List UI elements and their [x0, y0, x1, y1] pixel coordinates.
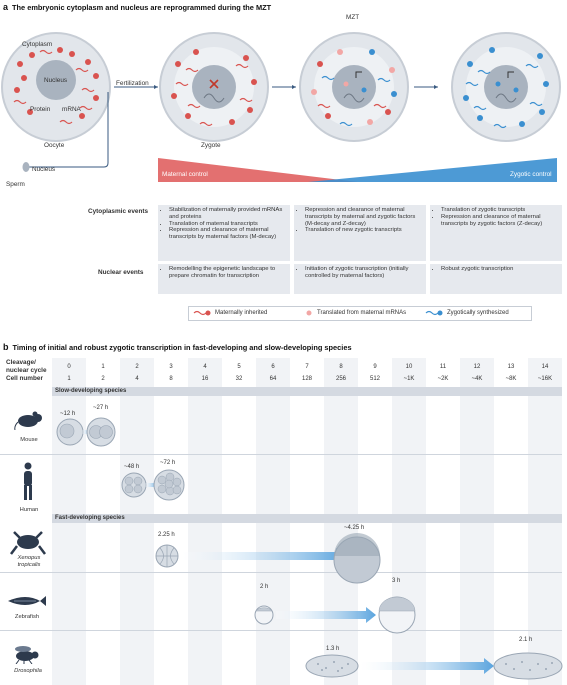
cell-number: 16 — [201, 376, 209, 382]
cyto3-item: Translation of zygotic transcripts — [441, 207, 558, 214]
drosophila-time-1: 1.3 h — [326, 646, 340, 652]
cytoplasm-label: Cytoplasm — [22, 41, 53, 48]
protein-label: Protein — [30, 106, 51, 113]
nuc-box-1: Remodelling the epigenetic landscape to … — [158, 264, 290, 294]
mouse-time-1: ~12 h — [60, 411, 76, 417]
cyto1-item: Stabilization of maternally provided mRN… — [169, 207, 286, 221]
cycle-number: 2 — [135, 364, 139, 370]
zygotic-control-label: Zygotic control — [510, 171, 552, 178]
human-time-1: ~48 h — [124, 464, 140, 470]
panel-a-cells — [1, 32, 561, 172]
xenopus-icon — [10, 531, 46, 555]
cycle-number: 4 — [203, 364, 207, 370]
cycle-number: 10 — [405, 364, 413, 370]
cell-number: 1 — [67, 376, 71, 382]
drosophila-time-2: 2.1 h — [519, 637, 533, 643]
xenopus-time-2: ~4.25 h — [344, 525, 365, 531]
cycle-number: 6 — [271, 364, 275, 370]
cytoplasmic-events-label: Cytoplasmic events — [88, 208, 149, 215]
cyto1-item: Translation of maternal transcripts — [169, 221, 286, 228]
cell-number: ~16K — [537, 376, 553, 382]
cyto2-item: Repression and clearance of maternal tra… — [305, 207, 422, 227]
legend-maternal: Maternally inherited — [215, 310, 268, 316]
nucleus-label: Nucleus — [44, 77, 68, 84]
zygotic-cell — [451, 32, 561, 142]
cycle-number: 8 — [339, 364, 343, 370]
cell-number: 64 — [269, 376, 277, 382]
cell-number: 2 — [101, 376, 105, 382]
cell-number-row-label: Cell number — [6, 375, 43, 382]
cycle-number: 1 — [101, 364, 105, 370]
sperm-label: Sperm — [6, 181, 25, 188]
sperm-icon — [22, 162, 30, 172]
human-time-2: ~72 h — [160, 460, 176, 466]
sperm-nucleus-label: Nucleus — [32, 166, 56, 173]
cell-number: 32 — [235, 376, 243, 382]
maternal-zygotic-gradient — [158, 158, 557, 182]
nuc-box-2: Initiation of zygotic transcription (ini… — [294, 264, 426, 294]
cycle-number: 9 — [373, 364, 377, 370]
cell-number: 256 — [335, 376, 346, 382]
cyto1-item: Repression and clearance of maternal tra… — [169, 227, 286, 241]
cycle-number: 12 — [473, 364, 481, 370]
cell-number: 4 — [135, 376, 139, 382]
cycle-number: 0 — [67, 364, 71, 370]
cyto-box-1: Stabilization of maternally provided mRN… — [158, 205, 290, 261]
cycle-number: 14 — [541, 364, 549, 370]
cyto-box-3: Translation of zygotic transcriptsRepres… — [430, 205, 562, 261]
cycle-number: 13 — [507, 364, 515, 370]
zebrafish-time-1: 2 h — [260, 584, 269, 590]
zygote-caption: Zygote — [201, 142, 221, 149]
cell-number: ~8K — [505, 376, 517, 382]
nuc2-item: Initiation of zygotic transcription (ini… — [305, 266, 422, 280]
zygote-cell — [159, 32, 269, 142]
human-icon — [24, 462, 32, 500]
mrna-label: mRNA — [62, 106, 81, 113]
cell-number: ~2K — [437, 376, 449, 382]
cycle-number: 7 — [305, 364, 309, 370]
oocyte-caption: Oocyte — [44, 142, 65, 149]
fast-species-header: Fast-developing species — [52, 514, 562, 523]
zebrafish-time-2: 3 h — [392, 578, 401, 584]
cell-number: 8 — [169, 376, 173, 382]
embryo-drawings — [56, 417, 563, 680]
cycle-number: 11 — [439, 364, 447, 370]
cycle-number: 3 — [169, 364, 173, 370]
drosophila-icon — [15, 646, 39, 664]
nuc1-item: Remodelling the epigenetic landscape to … — [169, 266, 286, 280]
cyto3-item: Repression and clearance of maternal tra… — [441, 214, 558, 228]
cycle-row-label: Cleavage/ nuclear cycle — [6, 359, 47, 374]
mouse-label: Mouse — [20, 437, 38, 443]
drosophila-label: Drosophila — [14, 668, 42, 674]
nuc-box-3: Robust zygotic transcription — [430, 264, 562, 294]
mzt-cell — [299, 32, 409, 142]
cell-number: 512 — [369, 376, 380, 382]
cell-number: ~4K — [471, 376, 483, 382]
cell-number: ~1K — [403, 376, 415, 382]
slow-species-header: Slow-developing species — [52, 387, 562, 396]
oocyte-cell — [1, 32, 111, 142]
legend-translated: Translated from maternal mRNAs — [317, 310, 407, 316]
fertilization-label: Fertilization — [116, 80, 149, 87]
nuc3-item: Robust zygotic transcription — [441, 266, 558, 273]
human-label: Human — [19, 507, 39, 513]
maternal-control-label: Maternal control — [162, 171, 208, 178]
nuclear-events-label: Nuclear events — [98, 269, 144, 276]
zebrafish-label: Zebrafish — [14, 614, 40, 620]
mouse-icon — [14, 411, 42, 430]
cell-number: 128 — [301, 376, 312, 382]
cyto-box-2: Repression and clearance of maternal tra… — [294, 205, 426, 261]
cyto2-item: Translation of new zygotic transcripts — [305, 227, 422, 234]
legend-zygotic: Zygotically synthesized — [447, 310, 509, 316]
xenopus-label: Xenopus tropicalis — [17, 555, 41, 568]
mouse-time-2: ~27 h — [93, 405, 109, 411]
legend: Maternally inherited Translated from mat… — [188, 306, 532, 321]
zebrafish-icon — [8, 596, 46, 606]
mzt-caption: MZT — [346, 14, 360, 21]
cycle-number: 5 — [237, 364, 241, 370]
xenopus-time-1: 2.25 h — [158, 532, 175, 538]
